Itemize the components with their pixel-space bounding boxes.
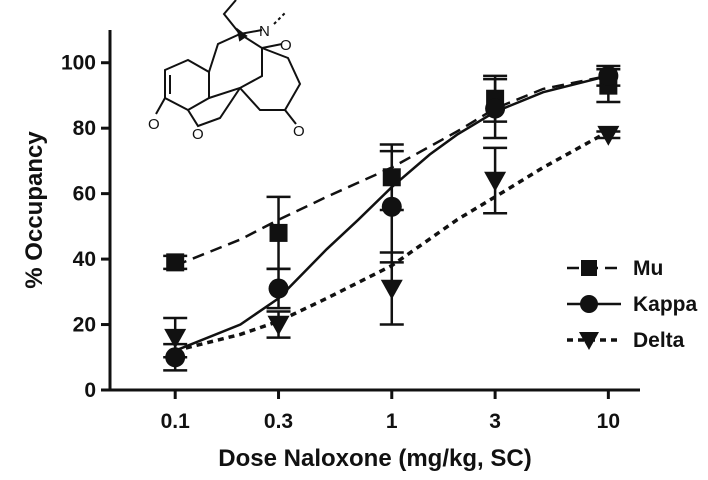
naloxone-structure-image: N O O O O xyxy=(148,0,305,143)
legend-marker-kappa xyxy=(580,295,598,313)
structure-cyclohexanone-ring xyxy=(239,47,302,111)
structure-allyl-bond xyxy=(273,11,287,25)
y-tick-label: 20 xyxy=(73,314,96,337)
y-axis-label: % Occupancy xyxy=(21,131,48,289)
error-bars xyxy=(163,64,621,372)
structure-label-o-hydroxyl: O xyxy=(280,37,292,54)
y-tick-label: 80 xyxy=(73,117,96,140)
data-point-mu xyxy=(269,223,288,242)
y-tick-label: 40 xyxy=(73,248,96,271)
y-ticks: 0 20 40 60 80 100 xyxy=(61,52,110,402)
x-tick-label: 0.1 xyxy=(161,410,191,433)
structure-upper-ring xyxy=(222,0,241,35)
data-point-kappa xyxy=(268,278,289,299)
data-point-kappa xyxy=(485,98,506,119)
x-ticks: 0.1 0.3 1 3 10 xyxy=(161,390,620,433)
legend-marker-mu xyxy=(581,260,597,276)
data-point-delta xyxy=(597,125,620,146)
y-tick-label: 100 xyxy=(61,52,96,75)
data-point-kappa xyxy=(598,65,619,86)
data-point-delta xyxy=(164,328,187,349)
data-point-delta xyxy=(484,171,507,192)
legend-label-delta: Delta xyxy=(633,329,685,352)
y-tick-label: 0 xyxy=(84,379,96,402)
legend-label-kappa: Kappa xyxy=(633,293,698,316)
data-point-kappa xyxy=(381,196,402,217)
y-tick-label: 60 xyxy=(73,183,96,206)
structure-ether-bridge xyxy=(187,87,241,128)
data-point-delta xyxy=(267,315,290,336)
data-point-delta xyxy=(380,279,403,300)
structure-bridge-ring xyxy=(208,32,263,99)
structure-aromatic-ring xyxy=(164,58,210,112)
legend-label-mu: Mu xyxy=(633,257,663,280)
x-tick-label: 10 xyxy=(597,410,620,433)
data-point-mu xyxy=(382,168,401,187)
structure-wedge-bond xyxy=(236,27,248,42)
axes: 0 20 40 60 80 100 0.1 0.3 1 3 10 xyxy=(61,30,640,433)
structure-label-o-phenol: O xyxy=(148,116,160,133)
structure-label-o-ether: O xyxy=(192,126,204,143)
data-markers xyxy=(164,65,620,368)
structure-ketone-bond xyxy=(284,109,297,125)
data-point-kappa xyxy=(165,347,186,368)
structure-label-n: N xyxy=(259,23,270,40)
x-axis-label: Dose Naloxone (mg/kg, SC) xyxy=(218,445,531,472)
structure-label-o-ketone: O xyxy=(293,123,305,140)
legend-marker-delta xyxy=(579,332,599,350)
data-point-mu xyxy=(166,253,185,272)
x-tick-label: 0.3 xyxy=(264,410,293,433)
structure-hydroxyl-bond xyxy=(261,43,283,49)
structure-phenol-bond xyxy=(155,97,166,115)
x-tick-label: 1 xyxy=(386,410,398,433)
x-tick-label: 3 xyxy=(489,410,501,433)
